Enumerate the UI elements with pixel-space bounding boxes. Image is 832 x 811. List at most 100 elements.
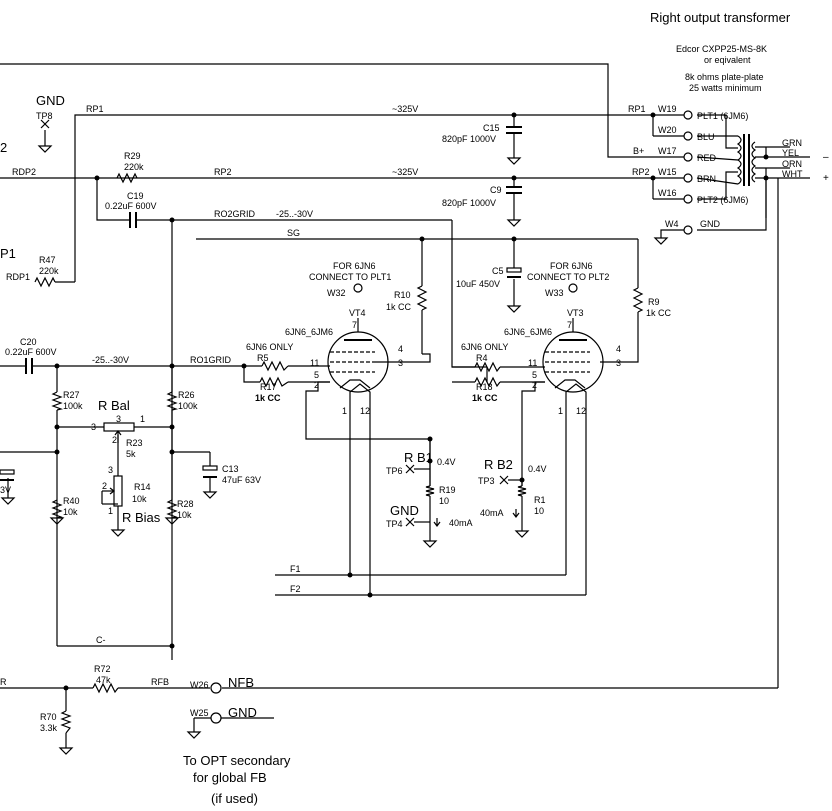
- transformer-alt: or eqivalent: [704, 55, 751, 65]
- svg-text:R27: R27: [63, 390, 80, 400]
- svg-text:3: 3: [398, 358, 403, 368]
- svg-text:F1: F1: [290, 564, 301, 574]
- svg-text:W32: W32: [327, 288, 346, 298]
- svg-text:W4: W4: [665, 219, 679, 229]
- svg-text:R23: R23: [126, 438, 143, 448]
- gnd-c13: [202, 491, 218, 499]
- svg-text:TP3: TP3: [478, 476, 495, 486]
- svg-text:0.4V: 0.4V: [437, 457, 456, 467]
- r29-symbol: [116, 172, 138, 184]
- w26-terminal: [210, 682, 222, 694]
- svg-text:CONNECT TO PLT2: CONNECT TO PLT2: [527, 272, 609, 282]
- svg-text:0.22uF 600V: 0.22uF 600V: [5, 347, 57, 357]
- svg-text:47uF 63V: 47uF 63V: [222, 475, 261, 485]
- r10-symbol: [416, 285, 428, 311]
- svg-text:R26: R26: [178, 390, 195, 400]
- tp3-cross: [499, 475, 522, 485]
- svg-text:TP8: TP8: [36, 111, 53, 121]
- svg-text:RED: RED: [697, 153, 717, 163]
- svg-text:FOR 6JN6: FOR 6JN6: [333, 261, 376, 271]
- r5-symbol: [261, 360, 289, 372]
- svg-text:220k: 220k: [39, 266, 59, 276]
- tp6-cross: [405, 464, 430, 474]
- r40-symbol: [51, 499, 64, 519]
- svg-text:C20: C20: [20, 337, 37, 347]
- gnd-w4: [653, 237, 669, 245]
- gnd-r1: [514, 530, 530, 538]
- svg-text:12: 12: [360, 406, 370, 416]
- gnd-c5: [506, 305, 522, 313]
- svg-text:GND: GND: [700, 219, 721, 229]
- svg-text:7: 7: [567, 320, 572, 330]
- svg-text:(if used): (if used): [211, 791, 258, 806]
- svg-text:1: 1: [108, 506, 113, 516]
- r23-pot-body: [103, 422, 135, 432]
- svg-text:GND: GND: [228, 705, 257, 720]
- svg-text:R18: R18: [476, 382, 493, 392]
- svg-text:820pF 1000V: 820pF 1000V: [442, 198, 496, 208]
- gnd-c15: [506, 157, 522, 165]
- svg-text:R19: R19: [439, 485, 456, 495]
- transformer-title: Right output transformer: [650, 10, 791, 25]
- svg-text:VT3: VT3: [567, 308, 584, 318]
- svg-text:3: 3: [108, 465, 113, 475]
- svg-text:RO2GRID: RO2GRID: [214, 209, 256, 219]
- svg-text:7: 7: [352, 320, 357, 330]
- svg-text:R9: R9: [648, 297, 660, 307]
- svg-text:RFB: RFB: [151, 677, 169, 687]
- w4-terminal: [683, 225, 693, 235]
- r70-symbol: [60, 710, 72, 734]
- svg-text:C19: C19: [127, 191, 144, 201]
- svg-text:F2: F2: [290, 584, 301, 594]
- gnd-tp8: [37, 130, 53, 153]
- svg-text:R B2: R B2: [484, 457, 513, 472]
- svg-text:10k: 10k: [177, 510, 192, 520]
- capacitors: [0, 126, 522, 481]
- svg-text:820pF 1000V: 820pF 1000V: [442, 134, 496, 144]
- gnd-r19: [422, 540, 438, 548]
- svg-text:for global FB: for global FB: [193, 770, 267, 785]
- svg-text:6JN6_6JM6: 6JN6_6JM6: [285, 327, 333, 337]
- svg-text:11: 11: [528, 358, 537, 368]
- r28-symbol: [166, 499, 179, 519]
- svg-text:220k: 220k: [124, 162, 144, 172]
- svg-text:R Bal: R Bal: [98, 398, 130, 413]
- svg-text:GRN: GRN: [782, 138, 802, 148]
- svg-text:BRN: BRN: [697, 174, 716, 184]
- svg-text:47k: 47k: [96, 675, 111, 685]
- r18-symbol: [474, 376, 501, 388]
- svg-text:~325V: ~325V: [392, 104, 418, 114]
- svg-text:3: 3: [116, 414, 121, 424]
- r1-symbol: [517, 485, 527, 497]
- svg-text:1: 1: [342, 406, 347, 416]
- r4-symbol: [474, 361, 501, 373]
- labels: Right output transformer Edcor CXPP25-MS…: [0, 10, 829, 806]
- svg-text:PLT2 (6JM6): PLT2 (6JM6): [697, 195, 748, 205]
- svg-text:R: R: [0, 677, 7, 687]
- w17-terminal: [683, 152, 693, 162]
- r72-symbol: [92, 682, 119, 694]
- svg-text:5: 5: [532, 370, 537, 380]
- r14-pot-body: [113, 475, 123, 507]
- svg-text:RP2: RP2: [214, 167, 232, 177]
- svg-text:R17: R17: [260, 382, 277, 392]
- svg-text:VT4: VT4: [349, 308, 366, 318]
- svg-text:R4: R4: [476, 353, 488, 363]
- svg-text:RP1: RP1: [628, 104, 646, 114]
- svg-text:10: 10: [439, 496, 449, 506]
- svg-text:W26: W26: [190, 680, 209, 690]
- svg-text:3: 3: [91, 422, 96, 432]
- svg-text:2: 2: [112, 435, 117, 445]
- svg-text:W20: W20: [658, 125, 677, 135]
- svg-text:-25..-30V: -25..-30V: [92, 355, 129, 365]
- svg-text:0.4V: 0.4V: [528, 464, 547, 474]
- r47-symbol: [34, 276, 56, 288]
- svg-text:RDP1: RDP1: [6, 272, 30, 282]
- svg-text:YEL: YEL: [782, 148, 799, 158]
- tube-vt3: [542, 318, 604, 408]
- svg-text:+: +: [823, 173, 829, 184]
- svg-text:1: 1: [558, 406, 563, 416]
- svg-text:10k: 10k: [63, 507, 78, 517]
- svg-text:NFB: NFB: [228, 675, 254, 690]
- svg-text:12: 12: [576, 406, 586, 416]
